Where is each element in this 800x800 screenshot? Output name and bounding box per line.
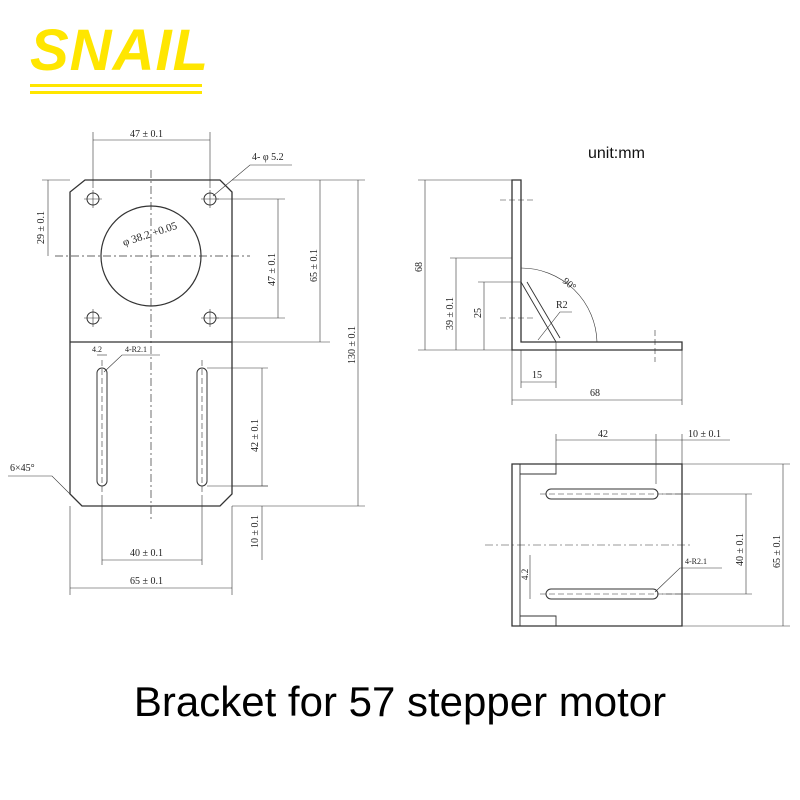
dim-side-25: 25 xyxy=(473,308,484,318)
front-plate-outline xyxy=(69,179,233,507)
dim-side-68: 68 xyxy=(414,262,425,272)
brand-underline-2 xyxy=(30,91,202,94)
motor-bore xyxy=(100,205,202,307)
dim-holes: 4- φ 5.2 xyxy=(252,152,284,163)
dim-40: 40 ± 0.1 xyxy=(130,548,163,559)
dim-side-15: 15 xyxy=(532,370,542,381)
dim-top-10: 10 ± 0.1 xyxy=(688,429,721,440)
dim-bore: φ 38.2 +0.05 xyxy=(121,220,179,249)
dim-130: 130 ± 0.1 xyxy=(347,326,358,364)
dim-42: 42 ± 0.1 xyxy=(250,419,261,452)
caption: Bracket for 57 stepper motor xyxy=(133,678,667,725)
dim-chamfer: 6×45° xyxy=(10,463,35,474)
top-view: 42 10 ± 0.1 40 ± 0.1 65 ± 0.1 4.2 4-R2.1 xyxy=(485,429,790,627)
dim-top-radius: 4-R2.1 xyxy=(685,557,707,566)
brand-underline-1 xyxy=(30,84,202,87)
dim-side-r2: R2 xyxy=(556,300,568,311)
dim-65-width: 65 ± 0.1 xyxy=(130,576,163,587)
unit-label: unit:mm xyxy=(588,145,645,162)
dim-slot-radius: 4-R2.1 xyxy=(125,345,147,354)
dim-side-68-base: 68 xyxy=(590,388,600,399)
side-view: 68 39 ± 0.1 25 90° R2 15 68 xyxy=(414,179,683,405)
dim-top-40: 40 ± 0.1 xyxy=(735,533,746,566)
side-gusset xyxy=(520,281,561,343)
dim-10: 10 ± 0.1 xyxy=(250,515,261,548)
dim-top-65: 65 ± 0.1 xyxy=(772,535,783,568)
dim-top-4-2: 4.2 xyxy=(520,569,530,580)
dim-47-vertical: 47 ± 0.1 xyxy=(267,253,278,286)
dim-47-top: 47 ± 0.1 xyxy=(130,129,163,140)
dim-29: 29 ± 0.1 xyxy=(36,211,47,244)
front-view: 47 ± 0.1 4- φ 5.2 φ 38.2 +0.05 29 ± 0.1 … xyxy=(8,129,365,595)
dim-top-42: 42 xyxy=(598,429,608,440)
side-profile xyxy=(511,179,683,351)
dim-side-39: 39 ± 0.1 xyxy=(445,297,456,330)
brand-logo: SNAIL xyxy=(30,18,209,83)
dim-slot-width: 4.2 xyxy=(92,345,102,354)
dim-65-upper: 65 ± 0.1 xyxy=(309,249,320,282)
